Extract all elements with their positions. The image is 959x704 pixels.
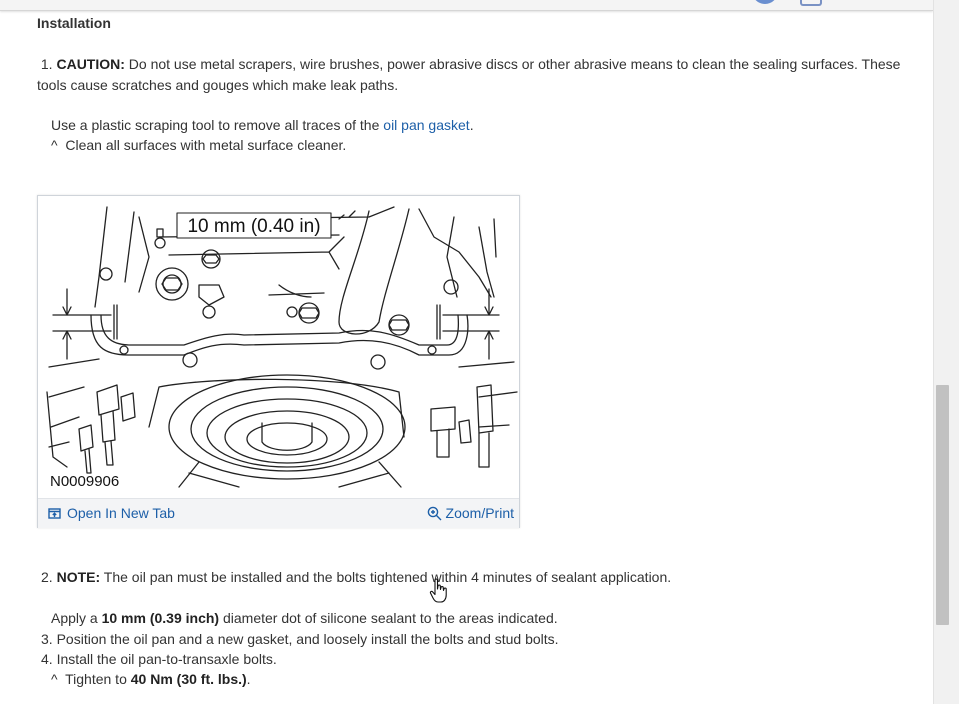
step-1-substep: ^ Clean all surfaces with metal surface … — [51, 135, 346, 155]
caution-label: CAUTION: — [56, 56, 125, 72]
instruction-text: Use a plastic scraping tool to remove al… — [51, 117, 380, 133]
figure-code: N0009906 — [50, 473, 119, 490]
caution-text: Do not use metal scrapers, wire brushes,… — [37, 56, 901, 93]
substep-text: Clean all surfaces with metal surface cl… — [65, 137, 347, 153]
zoom-print-label: Zoom/Print — [445, 505, 514, 521]
step-1-number: 1. — [40, 56, 53, 72]
step-1-caution: 1. CAUTION: Do not use metal scrapers, w… — [37, 54, 917, 96]
magnifier-plus-icon — [427, 506, 442, 521]
scrollbar-thumb[interactable] — [936, 385, 949, 625]
step-4-text: Install the oil pan-to-transaxle bolts. — [56, 651, 277, 667]
open-in-new-tab-label: Open In New Tab — [67, 505, 175, 521]
step-4: 4. Install the oil pan-to-transaxle bolt… — [41, 649, 277, 669]
tighten-end: . — [246, 671, 251, 687]
torque-value: 40 Nm (30 ft. lbs.) — [130, 671, 247, 687]
apply-text-end: diameter dot of silicone sealant to the … — [222, 610, 558, 626]
section-heading: Installation — [37, 15, 111, 31]
oil-pan-gasket-link[interactable]: oil pan gasket — [383, 117, 470, 133]
step-2-number: 2. — [41, 569, 53, 585]
hand-pointer-cursor-icon — [429, 578, 447, 603]
open-in-new-tab-button[interactable]: Open In New Tab — [48, 505, 175, 521]
tighten-text: Tighten to — [65, 671, 127, 687]
substep-marker: ^ — [51, 137, 58, 153]
step-2-note: 2. NOTE: The oil pan must be installed a… — [41, 567, 671, 587]
oil-pan-illustration[interactable]: 10 mm (0.40 in) N0009906 — [39, 197, 518, 497]
step-3-number: 3. — [41, 631, 53, 647]
figure-card: 10 mm (0.40 in) N0009906 Open In New Tab… — [37, 195, 520, 528]
zoom-print-button[interactable]: Zoom/Print — [427, 505, 514, 521]
step-3-text: Position the oil pan and a new gasket, a… — [56, 631, 559, 647]
instruction-end: . — [469, 117, 474, 133]
step-4-number: 4. — [41, 651, 53, 667]
step-3: 3. Position the oil pan and a new gasket… — [41, 629, 559, 649]
step-4-substep: ^ Tighten to 40 Nm (30 ft. lbs.). — [51, 669, 251, 689]
sealant-size: 10 mm (0.39 inch) — [101, 610, 220, 626]
user-avatar[interactable] — [752, 0, 778, 4]
open-new-tab-icon — [48, 507, 61, 520]
top-toolbar — [0, 0, 933, 11]
dimension-label: 10 mm (0.40 in) — [187, 216, 320, 237]
note-label: NOTE: — [56, 569, 101, 585]
step-1-instruction: Use a plastic scraping tool to remove al… — [51, 115, 474, 135]
substep-marker: ^ — [51, 671, 58, 687]
apply-text: Apply a — [51, 610, 98, 626]
step-2-instruction: Apply a 10 mm (0.39 inch) diameter dot o… — [51, 608, 558, 628]
note-text: The oil pan must be installed and the bo… — [103, 569, 672, 585]
figure-toolbar: Open In New Tab Zoom/Print — [38, 498, 519, 528]
toolbar-icon[interactable] — [800, 0, 822, 6]
